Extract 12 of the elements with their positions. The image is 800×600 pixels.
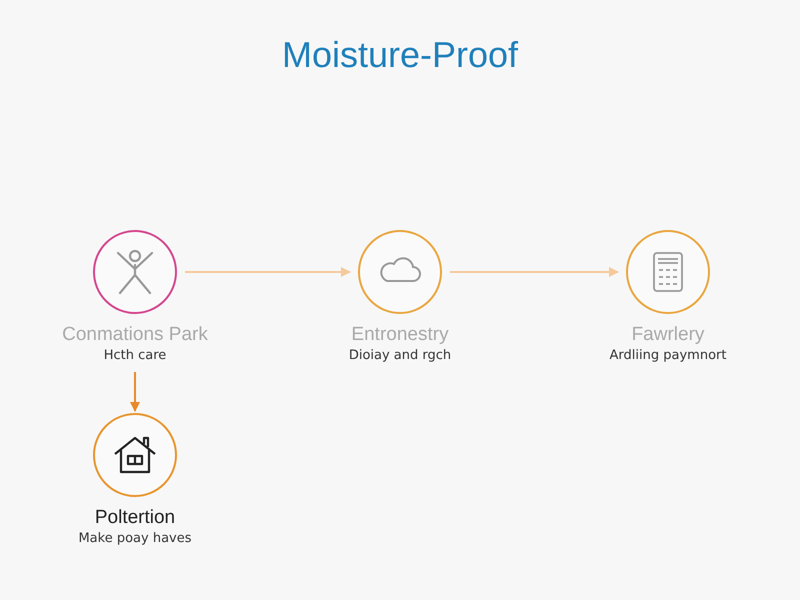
node-title: Poltertion [94, 507, 176, 529]
title: Moisture-Proof [280, 34, 520, 76]
node-subtitle: Make poay haves [78, 531, 192, 547]
node-title: Conmations Park [62, 324, 208, 346]
node-subtitle: Dioiay and rgch [348, 348, 452, 364]
arrow [450, 267, 619, 277]
node-title: Fawrlery [632, 324, 704, 346]
node-title: Entronestry [351, 324, 449, 346]
arrow [185, 267, 351, 277]
arrow [130, 372, 140, 412]
node-subtitle: Ardliing paymnort [610, 348, 726, 364]
node-subtitle: Hcth care [104, 348, 166, 364]
